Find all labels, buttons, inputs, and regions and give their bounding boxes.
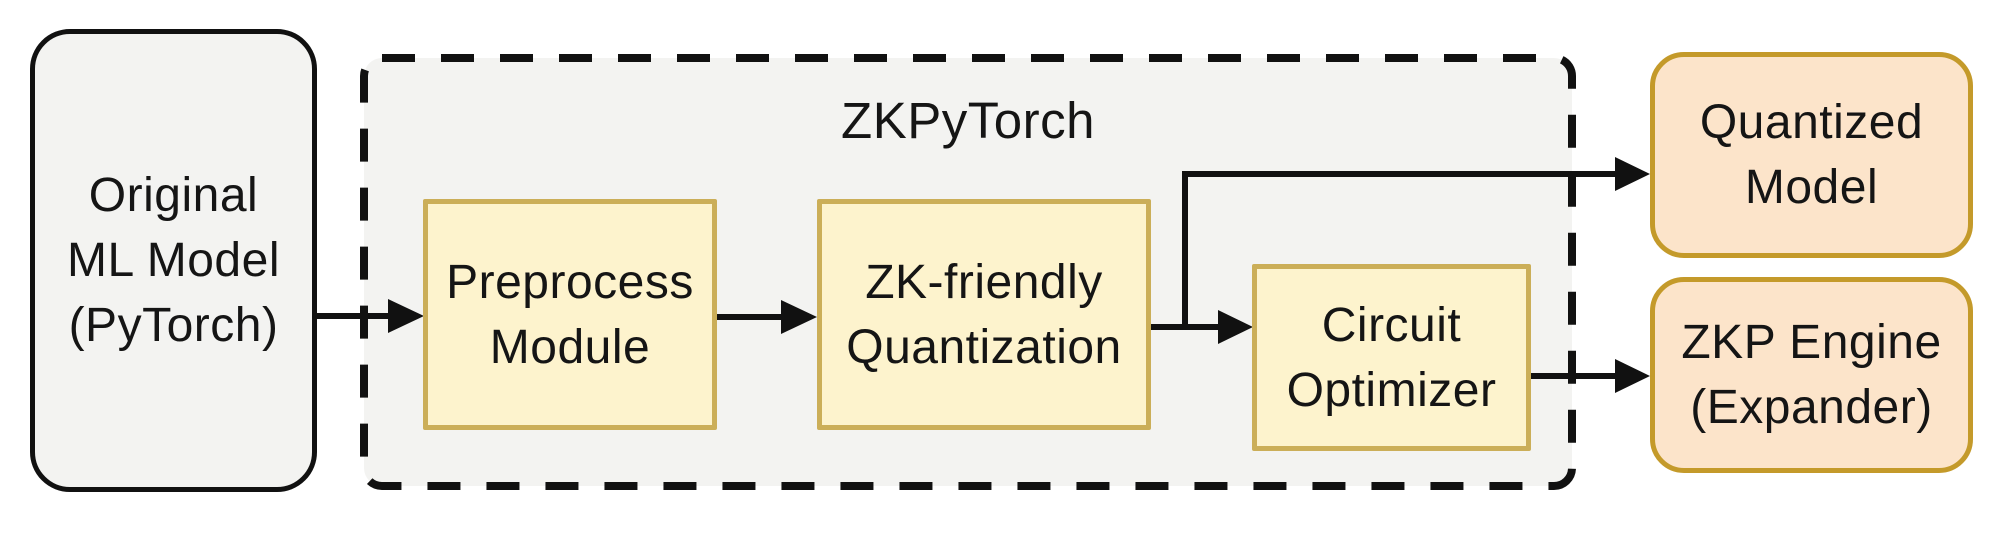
node-circuit-optimizer-label: Circuit Optimizer (1286, 298, 1497, 417)
arrow-optimizer-to-zkp-engine (1531, 359, 1650, 393)
node-zk-friendly-quantization-label: ZK-friendly Quantization (846, 255, 1122, 374)
node-preprocess-module: Preprocess Module (423, 199, 717, 430)
node-circuit-optimizer: Circuit Optimizer (1252, 264, 1531, 451)
arrow-original-to-preprocess (317, 299, 424, 333)
zkpytorch-panel-title: ZKPyTorch (841, 92, 1095, 149)
node-preprocess-module-label: Preprocess Module (446, 255, 694, 374)
arrow-quantization-to-quantized-model (1182, 157, 1650, 327)
node-quantized-model: Quantized Model (1650, 52, 1973, 258)
node-original-ml-model: Original ML Model (PyTorch) (30, 29, 317, 492)
node-zkp-engine: ZKP Engine (Expander) (1650, 277, 1973, 473)
node-quantized-model-label: Quantized Model (1699, 96, 1924, 214)
node-original-ml-model-label: Original ML Model (PyTorch) (67, 169, 280, 352)
node-zk-friendly-quantization: ZK-friendly Quantization (817, 199, 1151, 430)
arrow-preprocess-to-quantization (717, 300, 817, 334)
node-zkp-engine-label: ZKP Engine (Expander) (1681, 316, 1942, 434)
